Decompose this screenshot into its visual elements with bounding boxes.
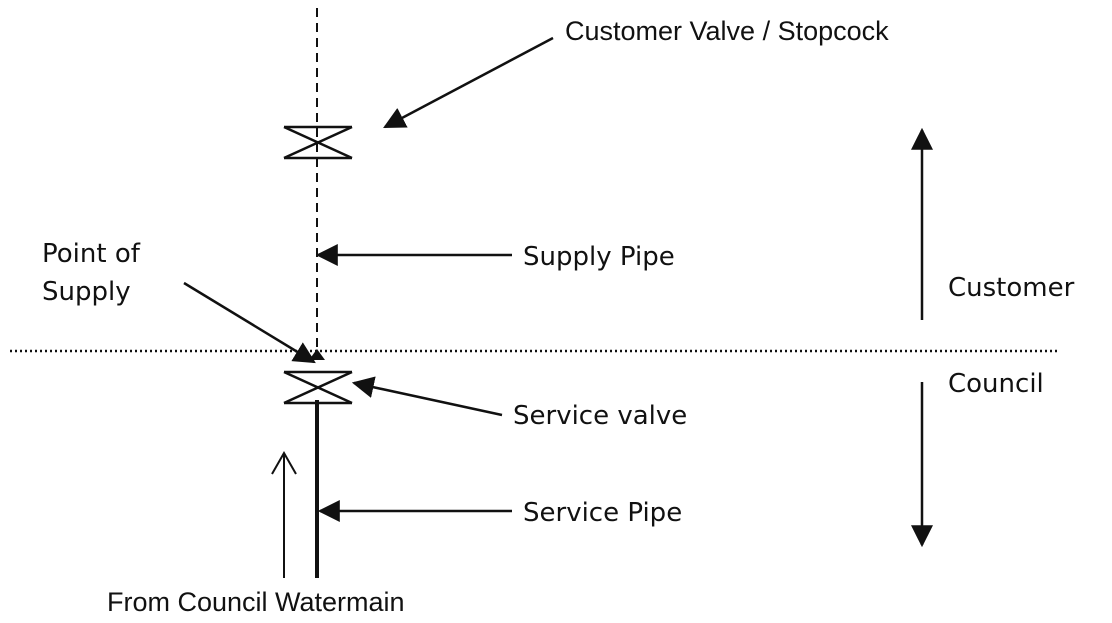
service-valve-icon bbox=[283, 370, 353, 405]
from-watermain-label: From Council Watermain bbox=[107, 587, 405, 617]
flow-direction-arrow bbox=[271, 450, 297, 578]
service-valve-arrow bbox=[351, 376, 503, 417]
customer-valve-arrow bbox=[383, 36, 554, 129]
council-label: Council bbox=[948, 369, 1044, 399]
point-of-supply-label-line1: Point of bbox=[42, 239, 141, 269]
service-valve-label: Service valve bbox=[513, 401, 687, 431]
service-pipe-label: Service Pipe bbox=[523, 498, 682, 528]
point-of-supply-label-line2: Supply bbox=[42, 277, 131, 307]
customer-valve-icon bbox=[283, 125, 353, 160]
customer-valve-label: Customer Valve / Stopcock bbox=[565, 16, 889, 46]
point-of-supply-arrow bbox=[183, 281, 316, 364]
customer-label: Customer bbox=[948, 273, 1075, 303]
supply-pipe-label: Supply Pipe bbox=[523, 242, 675, 272]
